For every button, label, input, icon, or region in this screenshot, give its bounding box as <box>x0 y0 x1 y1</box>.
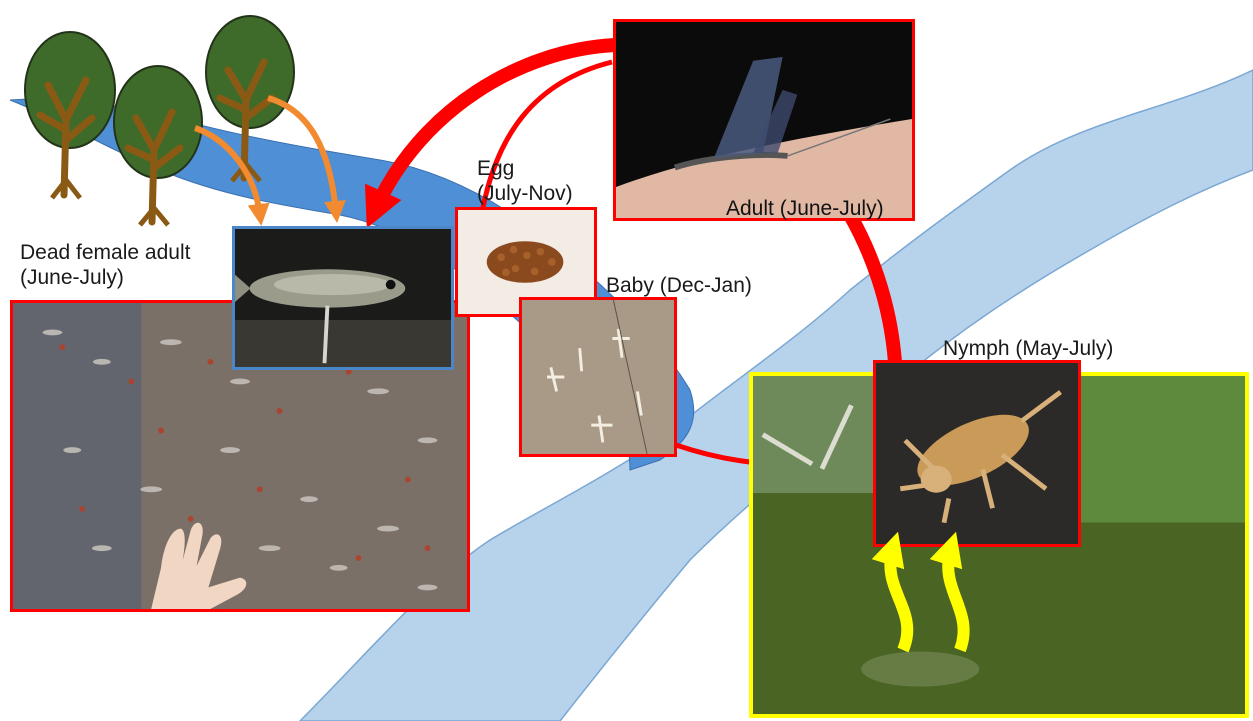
baby-photo <box>519 297 677 457</box>
baby-label: Baby (Dec-Jan) <box>606 273 752 298</box>
dead-female-adult-label: Dead female adult (June-July) <box>20 240 190 290</box>
adult-label: Adult (June-July) <box>726 196 884 221</box>
fish-photo <box>232 226 454 370</box>
egg-label-line2: (July-Nov) <box>477 181 573 206</box>
nymph-photo <box>873 360 1081 547</box>
dead-female-adult-label-line2: (June-July) <box>20 265 190 290</box>
adult-photo <box>613 19 915 221</box>
egg-label: Egg (July-Nov) <box>477 156 573 206</box>
egg-label-line1: Egg <box>477 156 573 181</box>
dead-female-adult-label-line1: Dead female adult <box>20 240 190 265</box>
tree-icon <box>114 66 202 225</box>
tree-icon <box>25 32 115 198</box>
nymph-label: Nymph (May-July) <box>943 336 1113 361</box>
